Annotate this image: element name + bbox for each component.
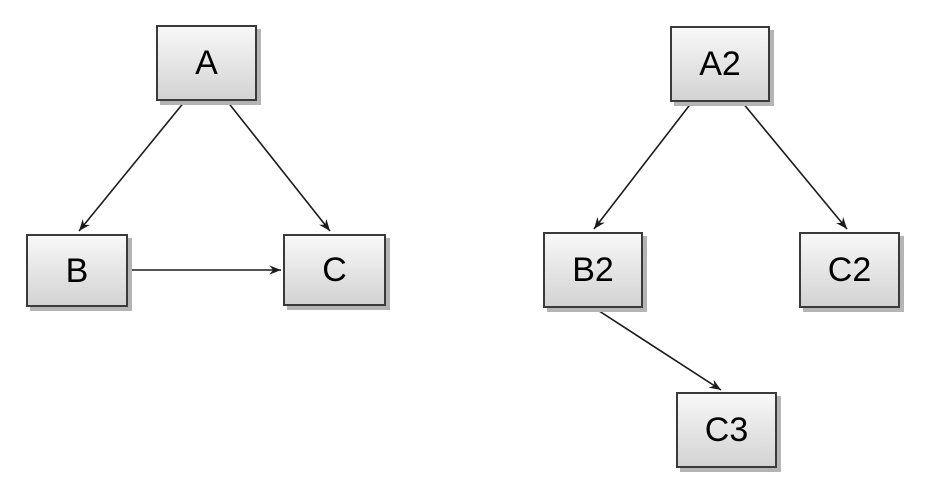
edge-A-B[interactable] [78,100,186,232]
node-label: C2 [827,251,872,289]
edge-A2-C2[interactable] [741,101,848,230]
node-B[interactable]: B [26,234,128,307]
node-C[interactable]: C [283,234,386,306]
node-C2[interactable]: C2 [799,232,900,308]
node-C3[interactable]: C3 [676,392,777,468]
edge-A-C[interactable] [226,100,331,232]
edge-B2-C3[interactable] [592,306,722,391]
node-label: A [195,44,218,82]
node-label: C3 [704,411,749,449]
node-label: A2 [699,45,741,83]
node-label: B2 [572,251,614,289]
node-label: B [65,251,89,290]
node-B2[interactable]: B2 [543,232,643,308]
edge-A2-B2[interactable] [593,101,693,230]
node-A[interactable]: A [156,25,257,101]
node-label: C [322,251,347,289]
node-A2[interactable]: A2 [670,26,770,102]
